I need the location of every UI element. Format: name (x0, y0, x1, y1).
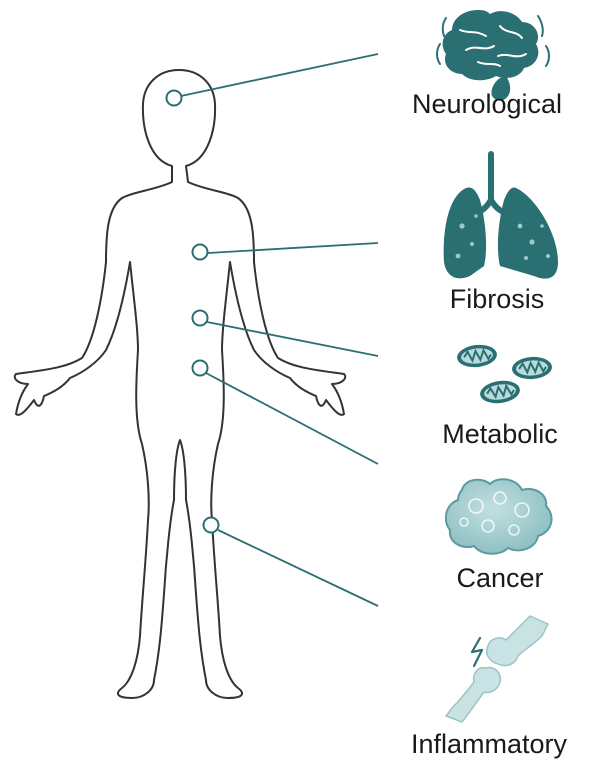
label-cancer: Cancer (456, 563, 543, 593)
marker-lower-abdomen (193, 361, 208, 376)
connector-inflammatory (218, 530, 378, 606)
connector-neurological (181, 54, 378, 96)
marker-thigh (204, 518, 219, 533)
brain-icon (437, 10, 549, 101)
label-inflammatory: Inflammatory (411, 729, 568, 759)
connector-metabolic (207, 322, 378, 356)
mitochondria-icon (456, 343, 553, 406)
label-fibrosis: Fibrosis (450, 284, 545, 314)
marker-head (167, 91, 182, 106)
connector-cancer (206, 373, 378, 464)
marker-upper-abdomen (193, 311, 208, 326)
connector-fibrosis (208, 243, 378, 253)
marker-chest (193, 245, 208, 260)
human-body-outline (15, 70, 346, 698)
label-neurological: Neurological (412, 89, 562, 119)
tumor-cell-icon (446, 479, 552, 554)
lungs-icon (444, 154, 558, 279)
joint-icon (446, 616, 548, 722)
label-metabolic: Metabolic (442, 419, 558, 449)
